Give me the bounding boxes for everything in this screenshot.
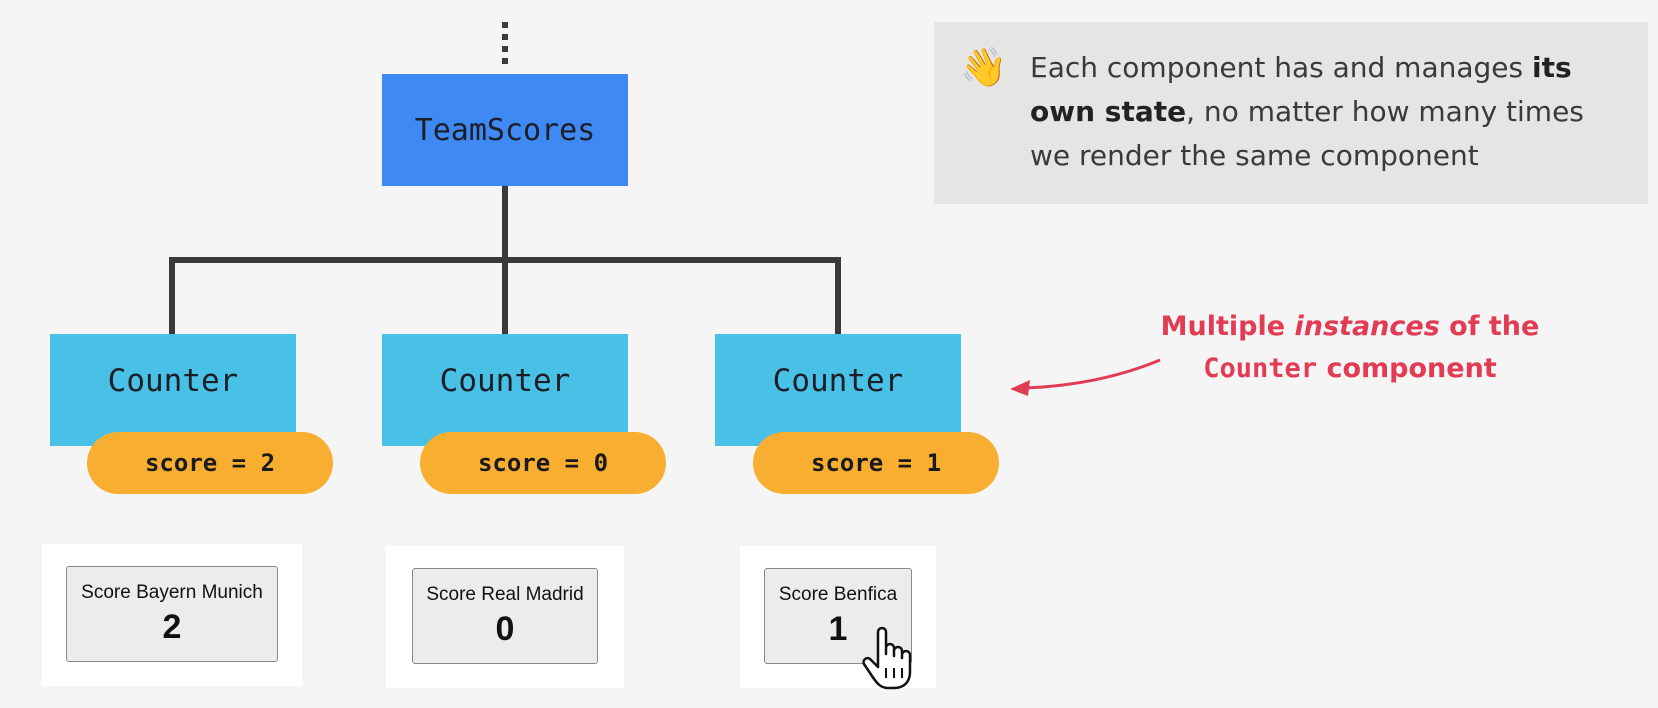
annotation-arrow xyxy=(1025,358,1161,390)
teamscores-label: TeamScores xyxy=(414,112,596,148)
state-label: score = 2 xyxy=(144,449,276,477)
counter-label: Counter xyxy=(772,363,904,399)
counter-label: Counter xyxy=(439,363,571,399)
score-value: 0 xyxy=(495,609,515,648)
score-label: Score Real Madrid xyxy=(426,583,584,605)
state-label: score = 1 xyxy=(810,449,942,477)
score-button-bayern[interactable]: Score Bayern Munich 2 xyxy=(66,566,278,662)
instances-annotation: Multiple instances of the Counter compon… xyxy=(1150,306,1550,390)
score-value: 1 xyxy=(828,609,848,648)
score-button-real-madrid[interactable]: Score Real Madrid 0 xyxy=(412,568,598,664)
state-label: score = 0 xyxy=(477,449,609,477)
score-label: Score Benfica xyxy=(778,583,898,605)
counter-preview-1: Score Bayern Munich 2 xyxy=(42,544,302,686)
counter-node-3: Counter xyxy=(715,334,961,446)
state-pill-2: score = 0 xyxy=(420,432,666,494)
annotation-arrowhead xyxy=(1010,380,1030,396)
teamscores-node: TeamScores xyxy=(382,74,628,186)
counter-label: Counter xyxy=(107,363,239,399)
counter-preview-2: Score Real Madrid 0 xyxy=(386,546,624,688)
state-pill-3: score = 1 xyxy=(753,432,999,494)
annotation-line-2: Counter component xyxy=(1203,353,1497,384)
score-value: 2 xyxy=(162,607,182,646)
counter-node-2: Counter xyxy=(382,334,628,446)
waving-hand-icon: 👋 xyxy=(960,45,1008,89)
info-note: 👋 Each component has and manages its own… xyxy=(934,22,1648,204)
state-pill-1: score = 2 xyxy=(87,432,333,494)
score-label: Score Bayern Munich xyxy=(81,581,263,603)
hand-pointer-icon xyxy=(862,626,912,690)
note-text: Each component has and manages its own s… xyxy=(1030,51,1584,172)
annotation-line-1: Multiple instances of the xyxy=(1160,311,1540,342)
counter-node-1: Counter xyxy=(50,334,296,446)
